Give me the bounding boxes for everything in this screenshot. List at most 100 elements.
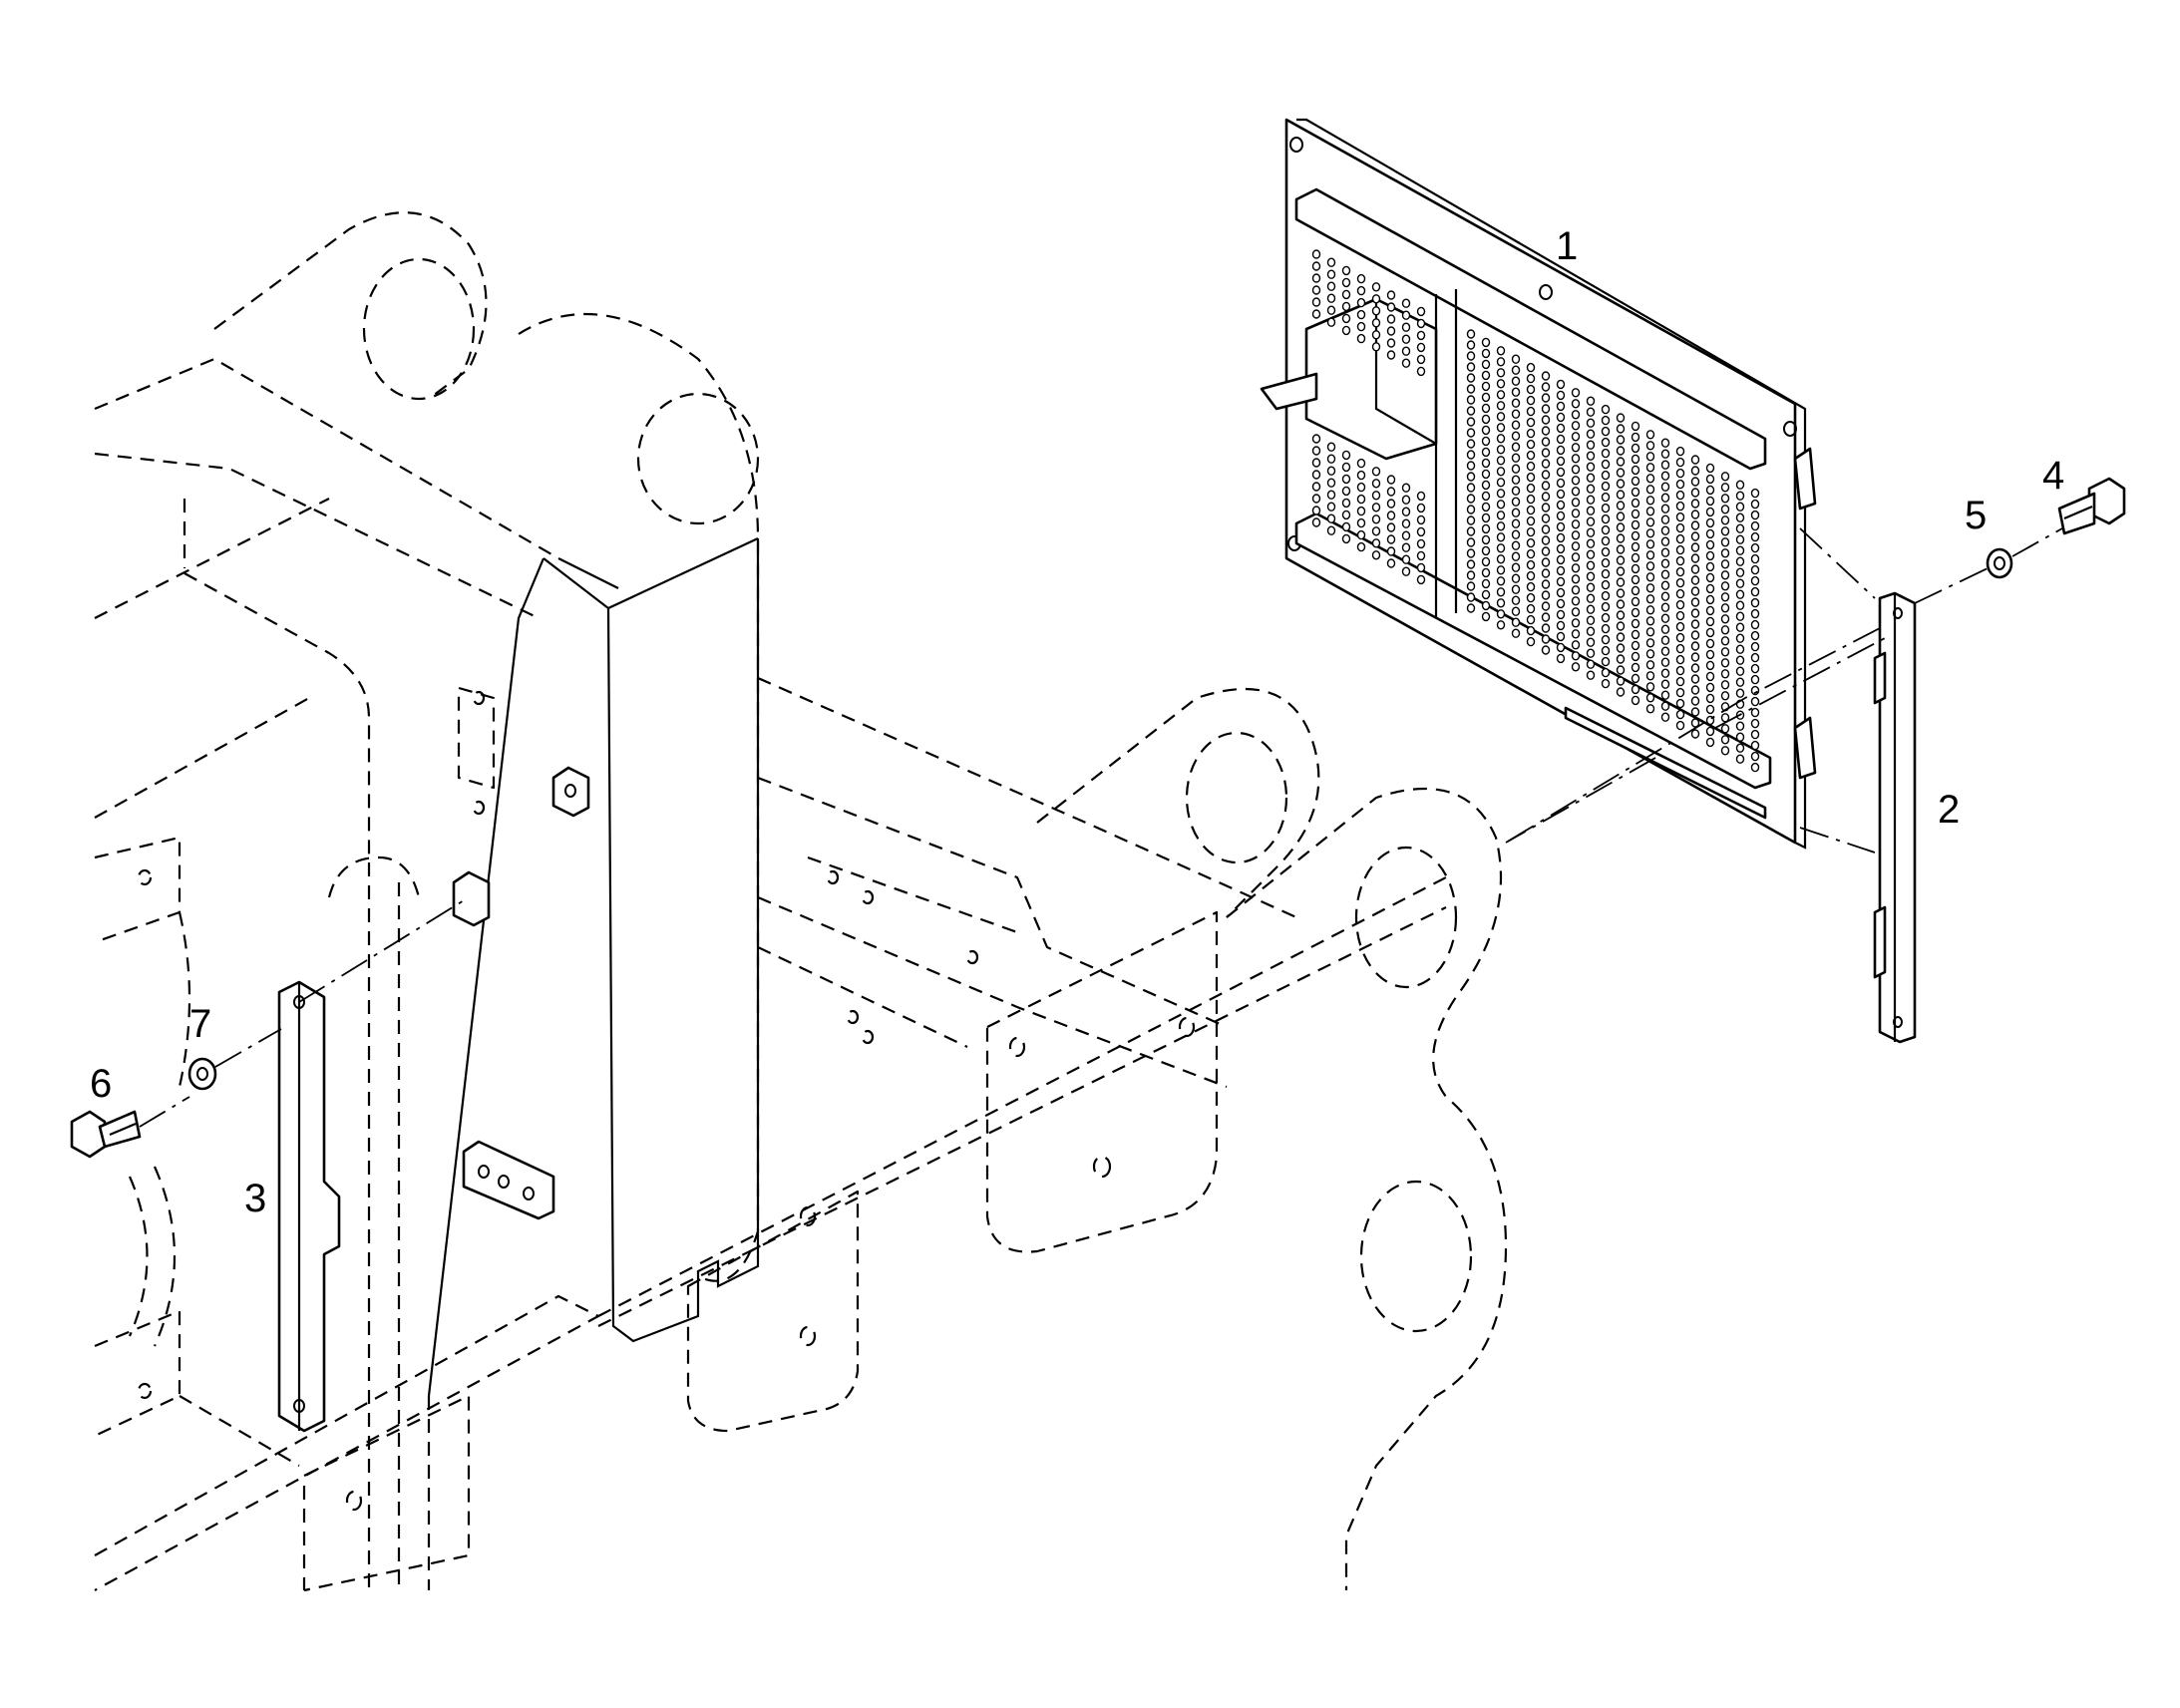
perforation-dot — [1481, 600, 1491, 611]
perforation-dot — [1526, 559, 1536, 570]
perforation-dot — [1720, 636, 1730, 646]
perforation-dot — [1356, 458, 1366, 469]
perforation-dot — [1735, 633, 1745, 643]
perforation-dot — [1526, 439, 1536, 450]
perforation-dot — [1481, 491, 1491, 502]
perforation-dot — [1401, 507, 1411, 516]
perforation-dot — [1601, 656, 1611, 667]
perforation-dot — [1541, 426, 1551, 436]
perforation-dot — [1601, 437, 1611, 448]
perforation-dot — [1556, 565, 1566, 576]
perforation-dot — [1735, 556, 1745, 566]
perforation-dot — [1481, 589, 1491, 600]
perforation-dot — [1496, 500, 1506, 510]
perforation-dot — [1571, 629, 1581, 639]
perforation-dot — [1341, 533, 1351, 544]
grille-perforation-dots — [1311, 249, 1760, 773]
perforation-dot — [1311, 506, 1321, 515]
perforation-dot — [1586, 571, 1596, 581]
perforation-dot — [1571, 465, 1581, 475]
perforation-dot — [1645, 550, 1655, 560]
perforation-dot — [1466, 417, 1476, 427]
perforation-dot — [1356, 297, 1366, 308]
perforation-dot — [1481, 447, 1491, 458]
perforation-dot — [1720, 614, 1730, 624]
perforation-dot — [1690, 630, 1700, 640]
perforation-dot — [1675, 599, 1685, 610]
perforation-dot — [1466, 505, 1476, 514]
perforation-dot — [1466, 373, 1476, 383]
perforation-dot — [1401, 298, 1411, 308]
perforation-dot — [1311, 482, 1321, 492]
perforation-dot — [1556, 467, 1566, 478]
perforation-dot — [1660, 712, 1670, 722]
perforation-dot — [1616, 424, 1626, 434]
perforation-dot — [1690, 586, 1700, 596]
perforation-dot — [1326, 317, 1336, 327]
perforation-dot — [1526, 373, 1536, 384]
callout-4: 4 — [2042, 454, 2064, 498]
perforation-dot — [1496, 401, 1506, 411]
perforation-dot — [1311, 458, 1321, 468]
perforation-dot — [1526, 406, 1536, 417]
perforation-dot — [1541, 535, 1551, 545]
perforation-dot — [1556, 379, 1566, 390]
perforation-dot — [1511, 376, 1521, 386]
perforation-dot — [1616, 468, 1626, 478]
perforation-dot — [1341, 313, 1351, 324]
perforation-dot — [1371, 282, 1381, 292]
perforation-dot — [1705, 463, 1715, 474]
perforation-dot — [1386, 499, 1396, 509]
perforation-dot — [1571, 410, 1581, 420]
perforation-dot — [1386, 302, 1396, 312]
perforation-dot — [1341, 325, 1351, 336]
perforation-dot — [1705, 485, 1715, 496]
perforation-dot — [1601, 678, 1611, 689]
perforation-dot — [1541, 437, 1551, 447]
perforation-dot — [1466, 548, 1476, 558]
perforation-dot — [1645, 572, 1655, 582]
perforation-dot — [1571, 519, 1581, 529]
perforation-dot — [1750, 575, 1760, 586]
perforation-dot — [1511, 617, 1521, 627]
perforation-dot — [1720, 570, 1730, 580]
perforation-dot — [1386, 475, 1396, 485]
perforation-dot — [1371, 318, 1381, 328]
perforation-dot — [1496, 532, 1506, 542]
perforation-dot — [1481, 436, 1491, 447]
perforation-dot — [1571, 498, 1581, 508]
perforation-dot — [1631, 618, 1640, 629]
perforation-dot — [1645, 616, 1655, 626]
perforation-dot — [1735, 578, 1745, 588]
perforation-dot — [1511, 486, 1521, 496]
perforation-dot — [1735, 732, 1745, 742]
perforation-dot — [1631, 662, 1640, 673]
perforation-dot — [1631, 651, 1640, 662]
perforation-dot — [1341, 265, 1351, 276]
perforation-dot — [1601, 404, 1611, 415]
perforation-dot — [1466, 592, 1476, 602]
perforation-dot — [1750, 586, 1760, 597]
perforation-dot — [1586, 604, 1596, 614]
perforation-dot — [1705, 594, 1715, 605]
perforation-dot — [1481, 337, 1491, 348]
perforation-dot — [1631, 487, 1640, 498]
perforation-dot — [1645, 441, 1655, 451]
perforation-dot — [1401, 542, 1411, 552]
perforation-dot — [1401, 554, 1411, 564]
perforation-dot — [1601, 481, 1611, 492]
perforation-dot — [1720, 592, 1730, 602]
perforation-dot — [1616, 621, 1626, 631]
perforation-dot — [1601, 590, 1611, 601]
perforation-dot — [1586, 396, 1596, 406]
perforation-dot — [1675, 588, 1685, 599]
perforation-dot — [1466, 384, 1476, 394]
perforation-dot — [1675, 698, 1685, 709]
perforation-dot — [1586, 516, 1596, 526]
perforation-dot — [1645, 649, 1655, 659]
perforation-dot — [1705, 572, 1715, 583]
perforation-dot — [1750, 751, 1760, 762]
perforation-dot — [1481, 458, 1491, 469]
perforation-dot — [1660, 504, 1670, 513]
perforation-dot — [1660, 679, 1670, 689]
